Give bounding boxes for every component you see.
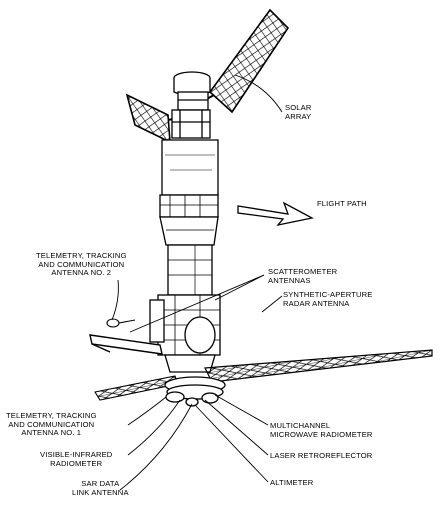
sensor-module bbox=[164, 376, 226, 407]
scatterometer-antenna-left bbox=[89, 334, 163, 355]
top-hub bbox=[171, 71, 211, 139]
label-flight-path: FLIGHT PATH bbox=[317, 199, 367, 208]
label-ttc-antenna-2: TELEMETRY, TRACKING AND COMMUNICATION AN… bbox=[36, 251, 127, 278]
spacecraft-body bbox=[159, 139, 219, 296]
sar-antenna-shape bbox=[204, 349, 433, 383]
label-visible-infrared-radiometer: VISIBLE-INFRARED RADIOMETER bbox=[40, 450, 113, 468]
label-solar-array: SOLAR ARRAY bbox=[285, 103, 312, 121]
label-scatterometer-antennas: SCATTEROMETER ANTENNAS bbox=[268, 267, 338, 285]
solar-array-right bbox=[204, 8, 290, 114]
label-ttc-antenna-1: TELEMETRY, TRACKING AND COMMUNICATION AN… bbox=[6, 411, 97, 438]
leader-lines bbox=[111, 74, 283, 491]
label-sar-antenna: SYNTHETIC-APERTURE RADAR ANTENNA bbox=[283, 290, 373, 308]
flight-path-arrow bbox=[237, 201, 314, 227]
label-microwave-radiometer: MULTICHANNEL MICROWAVE RADIOMETER bbox=[270, 421, 373, 439]
label-altimeter: ALTIMETER bbox=[270, 478, 314, 487]
equipment-bay bbox=[149, 294, 221, 373]
ttc-antenna-2-shape bbox=[106, 318, 136, 328]
solar-array-left bbox=[125, 93, 179, 144]
label-sar-data-link-antenna: SAR DATA LINK ANTENNA bbox=[72, 479, 129, 497]
label-laser-retroreflector: LASER RETROREFLECTOR bbox=[270, 451, 373, 460]
